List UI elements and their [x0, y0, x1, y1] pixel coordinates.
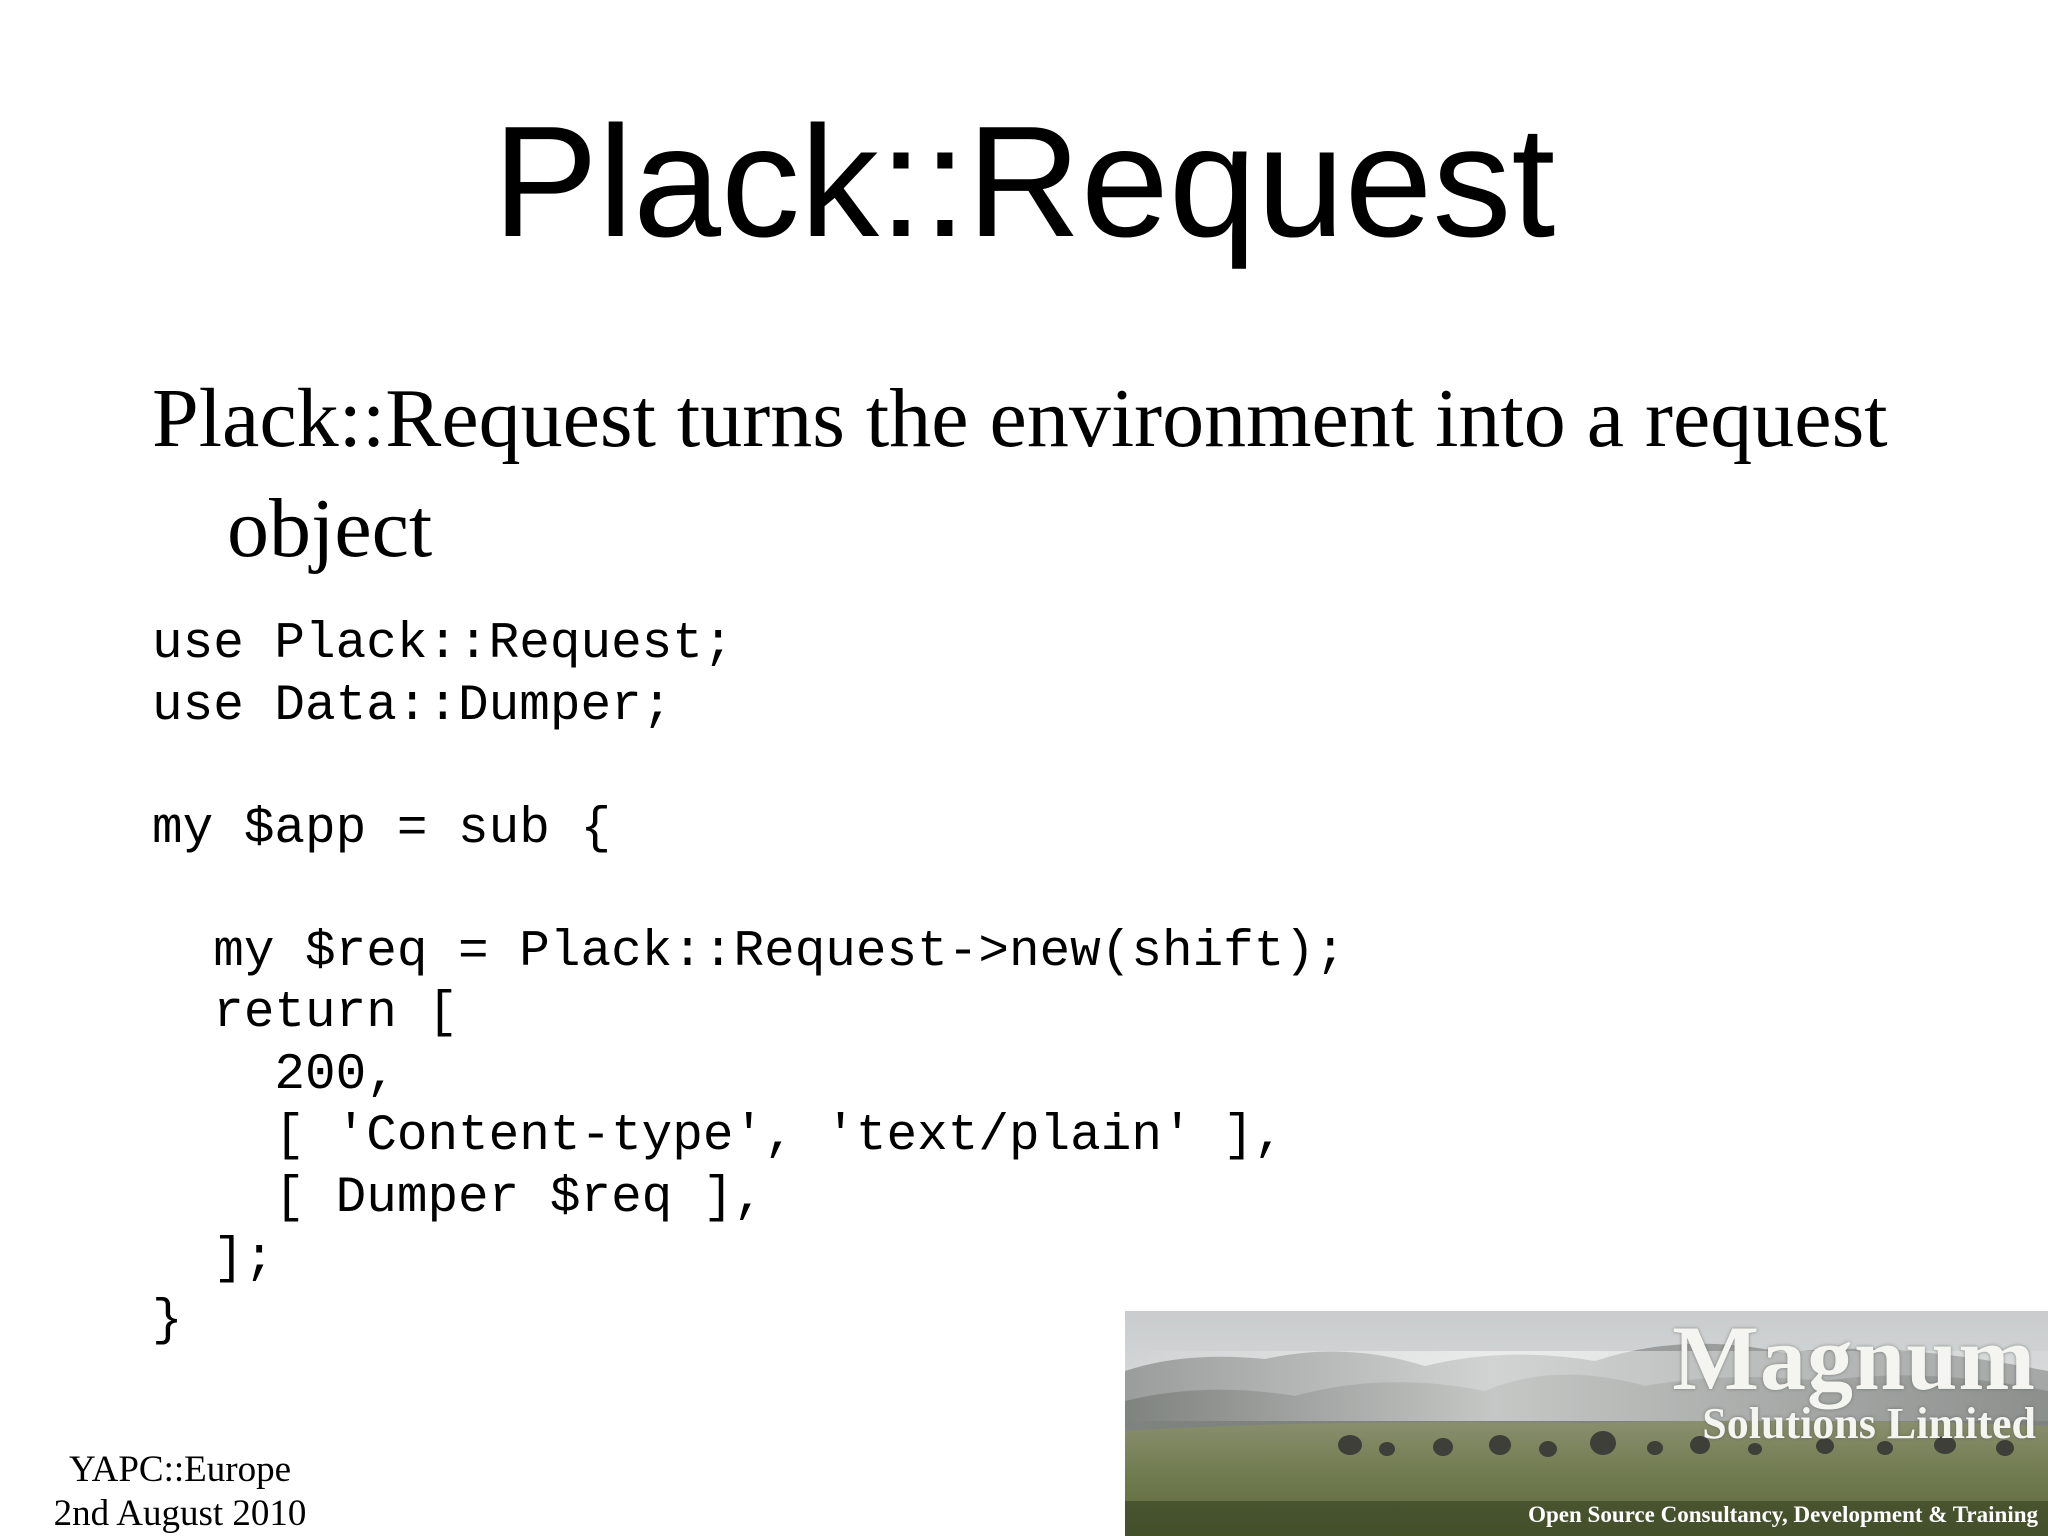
code-line: }: [152, 1292, 183, 1350]
brand-tagline: Open Source Consultancy, Development & T…: [1528, 1502, 2038, 1527]
code-line: 200,: [152, 1046, 397, 1104]
code-line: [ Dumper $req ],: [152, 1169, 765, 1227]
code-block: use Plack::Request;use Data::Dumper;my $…: [152, 614, 1346, 1352]
footer-date: 2nd August 2010: [53, 1493, 307, 1534]
footer-event: YAPC::Europe: [69, 1449, 291, 1490]
code-line: my $req = Plack::Request->new(shift);: [152, 923, 1346, 981]
slide-footer: YAPC::Europe 2nd August 2010: [30, 1448, 330, 1536]
code-line: use Data::Dumper;: [152, 677, 673, 735]
company-banner: Magnum Solutions Limited Open Source Con…: [1125, 1311, 2048, 1536]
code-line: use Plack::Request;: [152, 616, 734, 673]
code-line: [152, 860, 1346, 922]
intro-text: Plack::Request turns the environment int…: [152, 372, 1888, 575]
brand-name: Magnum: [1672, 1311, 2036, 1409]
code-line: my $app = sub {: [152, 800, 612, 858]
code-line: [ 'Content-type', 'text/plain' ],: [152, 1108, 1285, 1165]
brand-subtitle: Solutions Limited: [1702, 1399, 2036, 1448]
code-line: ];: [152, 1231, 275, 1288]
code-line: [152, 737, 1346, 799]
landscape-image: [1125, 1311, 2048, 1536]
slide-title: Plack::Request: [492, 94, 1556, 270]
brand-logo: Magnum Solutions Limited: [1672, 1311, 2036, 1448]
code-line: return [: [152, 985, 459, 1042]
